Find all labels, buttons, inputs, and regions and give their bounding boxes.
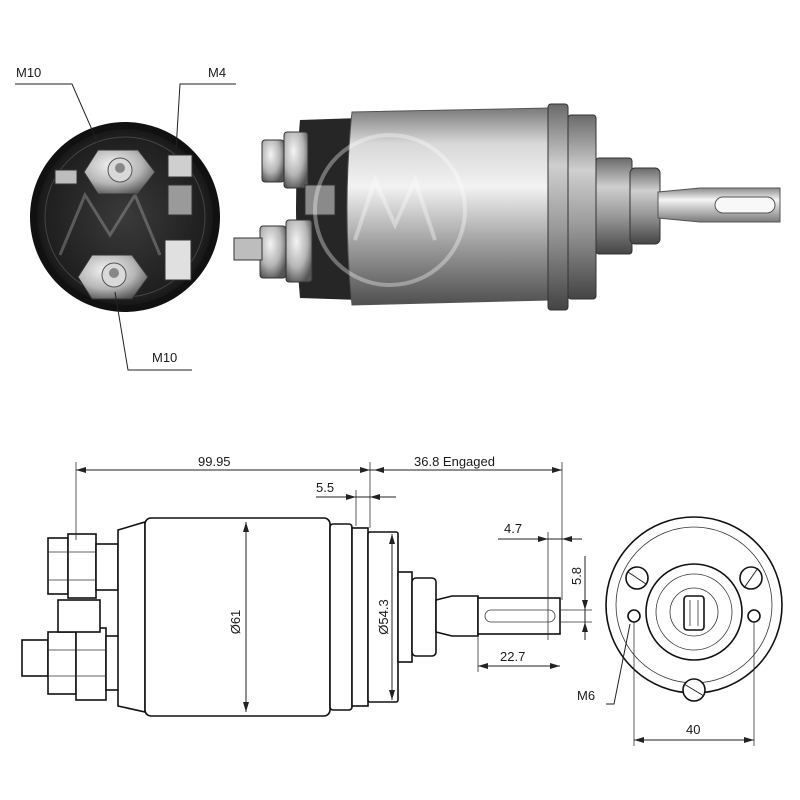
callout-m10-bottom: M10 xyxy=(152,350,177,365)
dim-slot-height: 5.8 xyxy=(569,567,584,585)
dim-mount-thread: M6 xyxy=(577,688,595,703)
front-view-drawing xyxy=(605,516,783,702)
side-view-drawing xyxy=(21,517,561,717)
photo-callouts: M10 M4 M10 xyxy=(15,65,236,371)
dim-plunger-length: 22.7 xyxy=(500,649,525,664)
brand-watermark-icon xyxy=(313,133,467,287)
terminal-m4 xyxy=(167,154,193,178)
callout-m4: M4 xyxy=(208,65,226,80)
dim-slot-width: 4.7 xyxy=(504,521,522,536)
dim-flange-gap: 5.5 xyxy=(316,480,334,495)
dim-overall-length: 99.95 xyxy=(198,454,231,469)
dim-flange-diameter: Ø54.3 xyxy=(376,599,391,634)
terminal-m10-bottom xyxy=(77,254,149,300)
drawing-terminals xyxy=(21,533,121,701)
callout-m10-top: M10 xyxy=(16,65,41,80)
side-view-photo xyxy=(233,103,781,311)
dim-hole-spacing: 40 xyxy=(686,722,700,737)
terminal-m10-top xyxy=(83,149,156,195)
dim-travel: 36.8 Engaged xyxy=(414,454,495,469)
side-dimensions: 99.95 36.8 Engaged 5.5 Ø61 Ø54.3 4.7 xyxy=(75,454,592,712)
end-view-photo xyxy=(30,122,220,312)
dim-body-diameter: Ø61 xyxy=(228,610,243,635)
brand-watermark-icon xyxy=(58,191,162,256)
front-dimensions: M6 40 xyxy=(577,622,755,746)
